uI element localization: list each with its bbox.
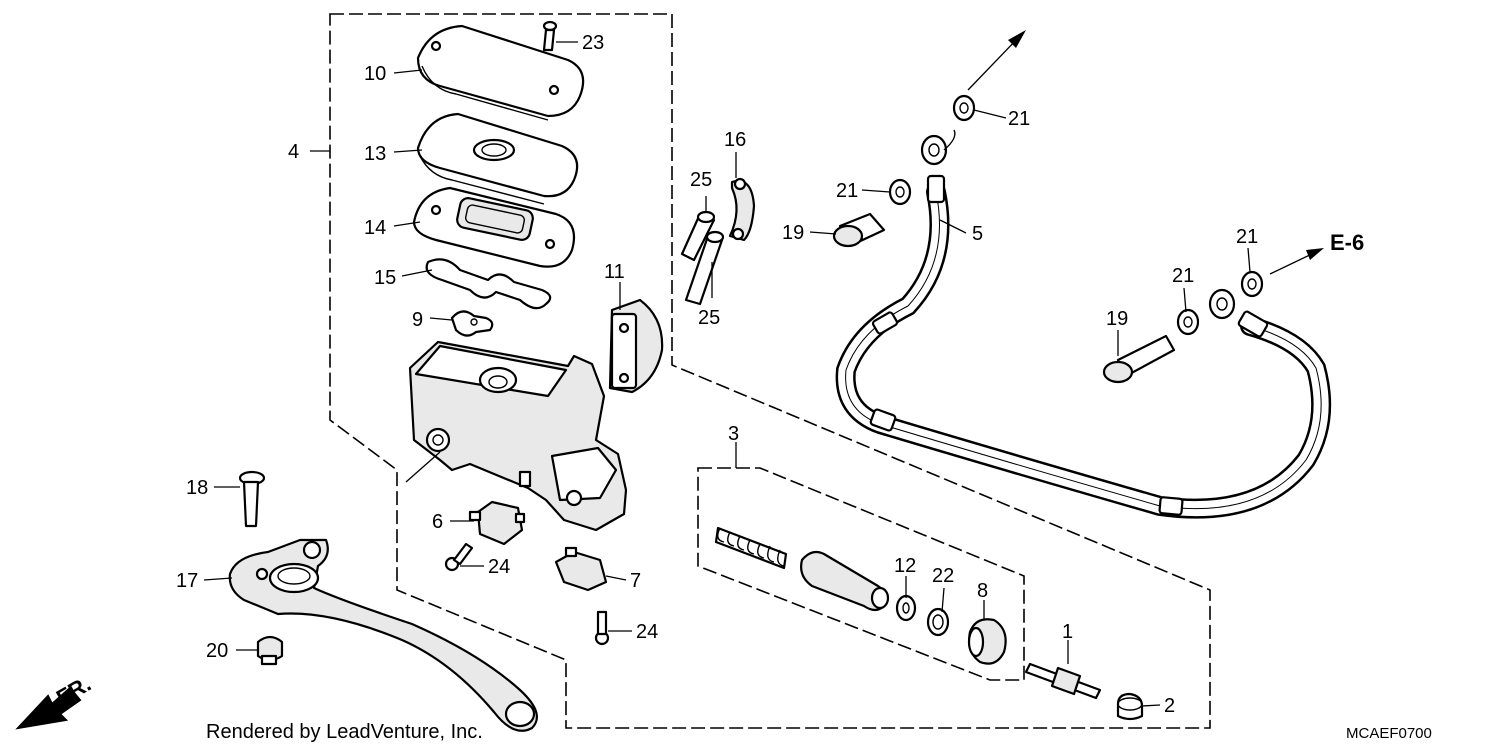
callout-14: 14 bbox=[364, 217, 386, 239]
reservoir-cap bbox=[416, 24, 585, 121]
callout-9: 9 bbox=[412, 309, 423, 331]
callout-7: 7 bbox=[630, 570, 641, 592]
callout-15: 15 bbox=[374, 267, 396, 289]
float-gasket bbox=[425, 258, 552, 310]
diaphragm bbox=[412, 186, 576, 268]
brake-lever bbox=[228, 538, 538, 732]
callout-20: 20 bbox=[206, 640, 228, 662]
callout-19-lower: 19 bbox=[1106, 308, 1128, 330]
callout-24-upper: 24 bbox=[488, 556, 510, 578]
washer-12 bbox=[895, 594, 917, 622]
holder-screw-upper bbox=[680, 210, 716, 262]
callout-21-top: 21 bbox=[1008, 108, 1030, 130]
callout-8: 8 bbox=[977, 580, 988, 602]
callout-3: 3 bbox=[728, 423, 739, 445]
switch-screw-upper bbox=[444, 542, 474, 572]
callout-4: 4 bbox=[288, 141, 299, 163]
callout-6: 6 bbox=[432, 511, 443, 533]
washer-21-right-b bbox=[1240, 270, 1264, 298]
callout-25-upper: 25 bbox=[690, 169, 712, 191]
callout-21-mid: 21 bbox=[836, 180, 858, 202]
front-direction-arrow-icon bbox=[15, 686, 82, 730]
assembly-4-outline bbox=[329, 13, 1211, 729]
callout-5: 5 bbox=[972, 223, 983, 245]
diagram-code: MCAEF0700 bbox=[1346, 725, 1432, 742]
callout-22: 22 bbox=[932, 565, 954, 587]
banjo-bolt-lower bbox=[1102, 334, 1176, 384]
lever-holder bbox=[608, 298, 664, 394]
callout-12: 12 bbox=[894, 555, 916, 577]
washer-21-right-a bbox=[1176, 308, 1200, 336]
reference-arrow bbox=[1269, 248, 1324, 275]
holder-screw-lower bbox=[684, 230, 725, 306]
spring bbox=[714, 526, 788, 570]
leader-lines bbox=[203, 41, 1251, 707]
clip bbox=[450, 310, 494, 337]
callout-23: 23 bbox=[582, 32, 604, 54]
holder-cover bbox=[728, 177, 756, 242]
cap-screw bbox=[542, 20, 558, 52]
callout-25-lower: 25 bbox=[698, 307, 720, 329]
switch-screw-lower bbox=[594, 610, 610, 646]
diaphragm-plate bbox=[416, 112, 579, 205]
callout-13: 13 bbox=[364, 143, 386, 165]
washer-21-upper bbox=[952, 94, 976, 122]
piston bbox=[800, 550, 890, 612]
switch-bracket bbox=[554, 546, 608, 592]
callout-21-right-b: 21 bbox=[1236, 226, 1258, 248]
brake-switch bbox=[468, 500, 526, 546]
callout-21-right-a: 21 bbox=[1172, 265, 1194, 287]
master-cylinder-body bbox=[405, 340, 628, 532]
washer-21-mid bbox=[888, 178, 912, 206]
callout-11: 11 bbox=[604, 261, 625, 283]
circlip-22 bbox=[926, 607, 950, 637]
assembly-3-outline bbox=[697, 467, 1025, 681]
callout-17: 17 bbox=[176, 570, 198, 592]
callout-1: 1 bbox=[1062, 621, 1073, 643]
nut bbox=[1116, 692, 1144, 721]
banjo-bolt-upper bbox=[832, 212, 886, 248]
reference-label: E-6 bbox=[1330, 230, 1364, 255]
callout-24-lower: 24 bbox=[636, 621, 658, 643]
callout-16: 16 bbox=[724, 129, 746, 151]
callout-19-upper: 19 bbox=[782, 222, 804, 244]
brake-hose bbox=[835, 129, 1332, 519]
pivot-bolt bbox=[238, 470, 266, 528]
boot-8 bbox=[967, 618, 1007, 665]
callout-18: 18 bbox=[186, 477, 208, 499]
callout-10: 10 bbox=[364, 63, 386, 85]
push-rod bbox=[1024, 662, 1102, 700]
credit-text: Rendered by LeadVenture, Inc. bbox=[206, 721, 483, 743]
callout-2: 2 bbox=[1164, 695, 1175, 717]
lever-nut bbox=[256, 635, 284, 666]
callout-labels: 1 2 3 4 5 6 7 8 9 10 11 12 13 14 15 16 1… bbox=[176, 32, 1258, 717]
upward-continuation-arrow bbox=[967, 30, 1026, 91]
